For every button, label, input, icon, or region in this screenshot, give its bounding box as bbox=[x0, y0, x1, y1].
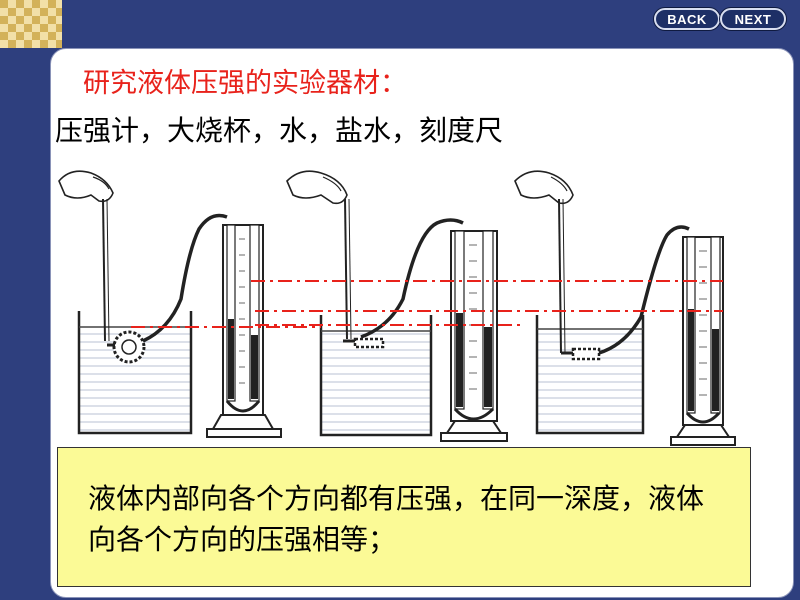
hand-icon bbox=[286, 170, 348, 205]
experiment-set-2 bbox=[286, 170, 508, 442]
pressure-probe-icon bbox=[561, 347, 601, 361]
beaker-icon bbox=[77, 311, 193, 435]
hand-icon bbox=[58, 170, 114, 203]
rubber-hose-icon bbox=[142, 213, 228, 343]
u-tube-manometer-icon bbox=[670, 236, 736, 446]
slide-title: 研究液体压强的实验器材： bbox=[83, 68, 407, 99]
slide-panel: 研究液体压强的实验器材： 压强计，大烧杯，水，盐水，刻度尺 bbox=[50, 48, 794, 598]
experiment-illustration bbox=[58, 170, 736, 446]
hand-icon bbox=[514, 170, 574, 205]
experiment-set-3 bbox=[514, 170, 736, 446]
conclusion-text: 液体内部向各个方向都有压强，在同一深度，液体向各个方向的压强相等； bbox=[88, 482, 705, 556]
u-tube-manometer-icon bbox=[206, 224, 282, 438]
experiment-set-1 bbox=[58, 170, 282, 438]
back-button[interactable]: BACK bbox=[654, 8, 720, 30]
decorative-checker-pattern bbox=[0, 0, 62, 48]
conclusion-box: 液体内部向各个方向都有压强，在同一深度，液体向各个方向的压强相等； bbox=[57, 447, 751, 587]
beaker-icon bbox=[319, 315, 433, 437]
level-guide-lines bbox=[131, 280, 723, 328]
equipment-list: 压强计，大烧杯，水，盐水，刻度尺 bbox=[55, 114, 504, 147]
rubber-hose-icon bbox=[598, 225, 690, 355]
rubber-hose-icon bbox=[360, 218, 464, 339]
beaker-icon bbox=[535, 315, 645, 435]
u-tube-manometer-icon bbox=[440, 230, 508, 442]
pressure-probe-icon bbox=[343, 337, 385, 349]
next-button[interactable]: NEXT bbox=[720, 8, 786, 30]
pressure-probe-icon bbox=[107, 330, 146, 364]
